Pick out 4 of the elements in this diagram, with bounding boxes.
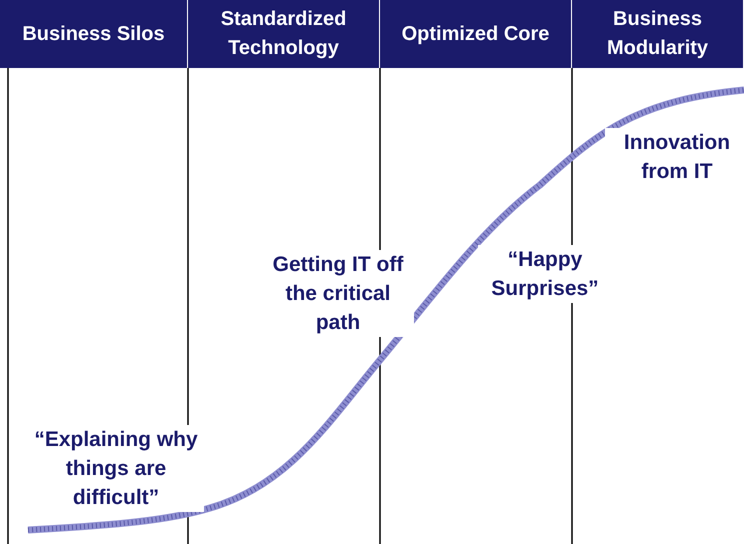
stage-header: Optimized Core	[380, 0, 572, 68]
stage-header: Business Silos	[0, 0, 188, 68]
stage-header: Business Modularity	[572, 0, 744, 68]
stage-header: Standardized Technology	[188, 0, 380, 68]
